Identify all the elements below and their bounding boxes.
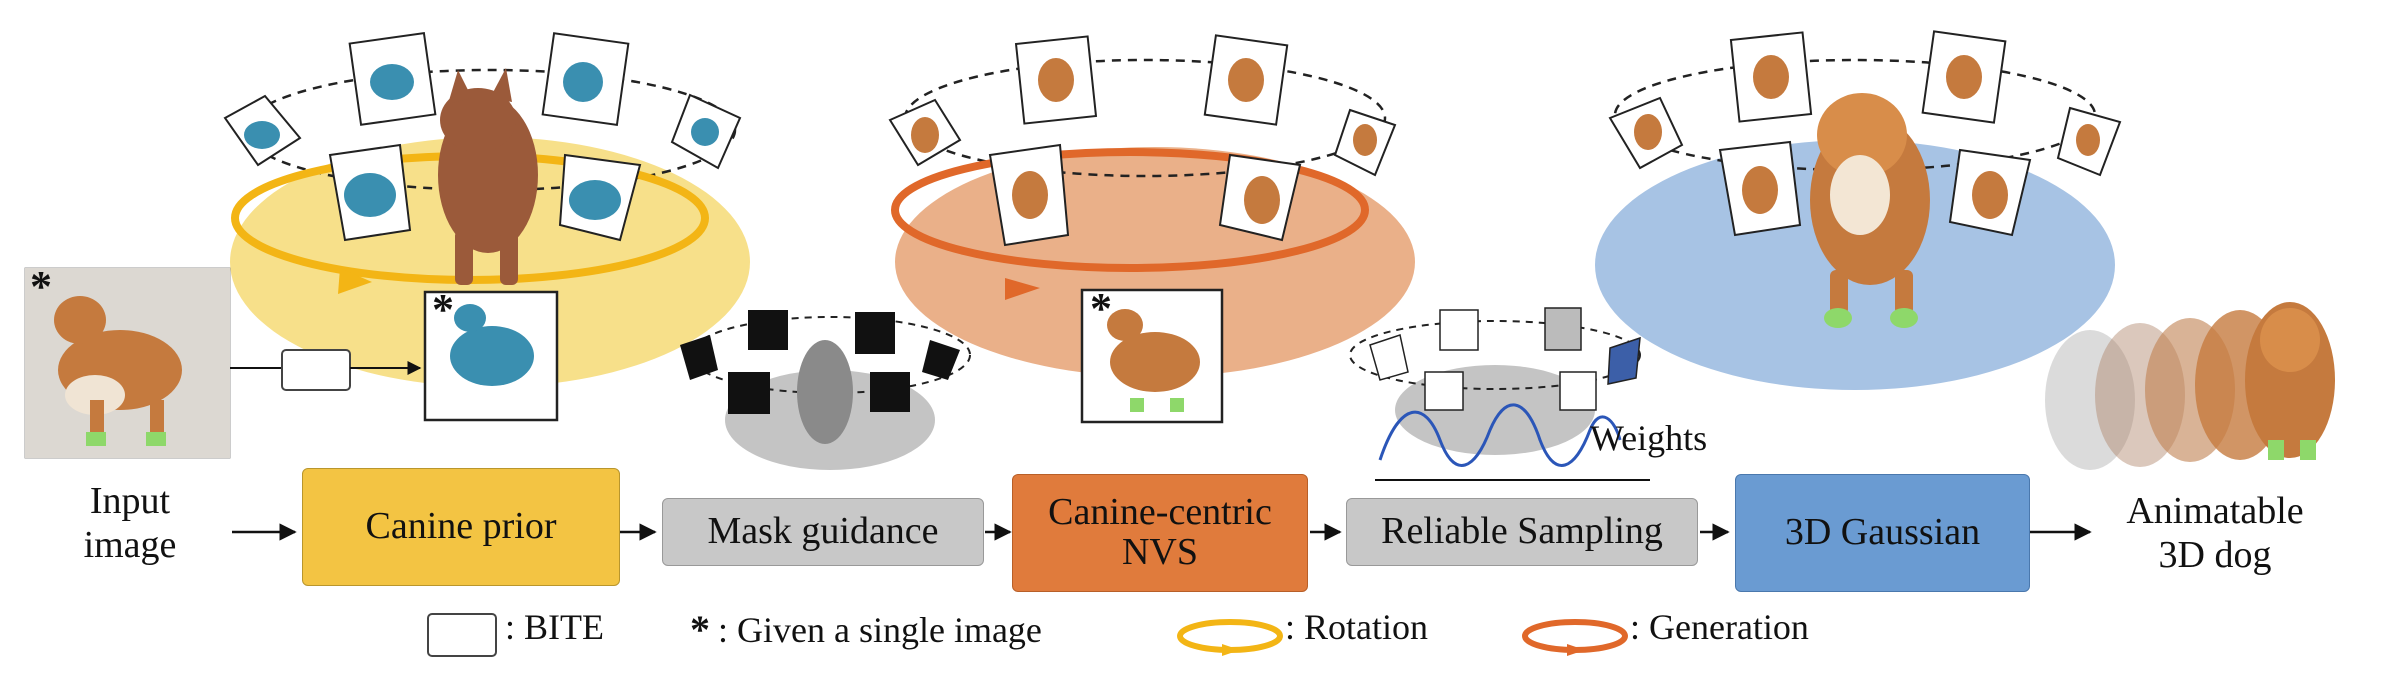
nvs-scene	[888, 34, 1415, 424]
legend-bite: : BITE	[505, 606, 604, 648]
legend-generation: : Generation	[1630, 606, 1809, 648]
legend-generation-icon	[1522, 619, 1628, 656]
stage-canine-prior: Canine prior	[302, 468, 620, 586]
legend-rotation-label: : Rotation	[1285, 607, 1428, 647]
reliable-sampling-scene	[1349, 307, 1650, 481]
legend-given: * : Given a single image	[690, 606, 1042, 653]
stage-mask-guidance: Mask guidance	[662, 498, 984, 566]
animated-dog-sequence	[2045, 302, 2335, 470]
silhouette-mask-icon	[680, 310, 960, 414]
bite-box	[281, 349, 351, 391]
gaussian-scene	[1595, 30, 2335, 470]
rotation-arrowhead	[338, 268, 372, 294]
legend-rotation: : Rotation	[1285, 606, 1428, 648]
weights-label: Weights	[1590, 418, 1708, 458]
gray-dog-icon	[797, 340, 853, 444]
dog-mesh-icon	[438, 68, 538, 285]
legend-given-label: : Given a single image	[718, 609, 1042, 650]
given-image-star: *	[1090, 284, 1112, 333]
legend-bite-swatch	[427, 613, 497, 657]
legend-bite-label: : BITE	[505, 607, 604, 647]
dog-photo-icon	[1110, 332, 1200, 392]
input-label: Input image	[83, 480, 177, 566]
dog-3d-icon	[1810, 93, 1930, 328]
input-image	[24, 267, 231, 459]
blue-dog-icon	[450, 326, 534, 386]
mask-guidance-scene	[680, 310, 971, 470]
legend-rotation-icon	[1177, 619, 1283, 656]
canine-prior-scene	[223, 31, 750, 422]
given-image-star: *	[432, 285, 454, 334]
legend-given-symbol: *	[690, 607, 710, 652]
stage-3d-gaussian: 3D Gaussian	[1735, 474, 2030, 592]
generation-arrow	[891, 148, 1369, 272]
stage-nvs: Canine-centric NVS	[1012, 474, 1308, 592]
stage-reliable-sampling: Reliable Sampling	[1346, 498, 1698, 566]
legend-generation-label: : Generation	[1630, 607, 1809, 647]
blue-dog-icon	[244, 62, 719, 220]
output-label: Animatable 3D dog	[2126, 490, 2304, 576]
weights-wave	[1378, 403, 1622, 467]
given-image-star: *	[30, 262, 52, 311]
